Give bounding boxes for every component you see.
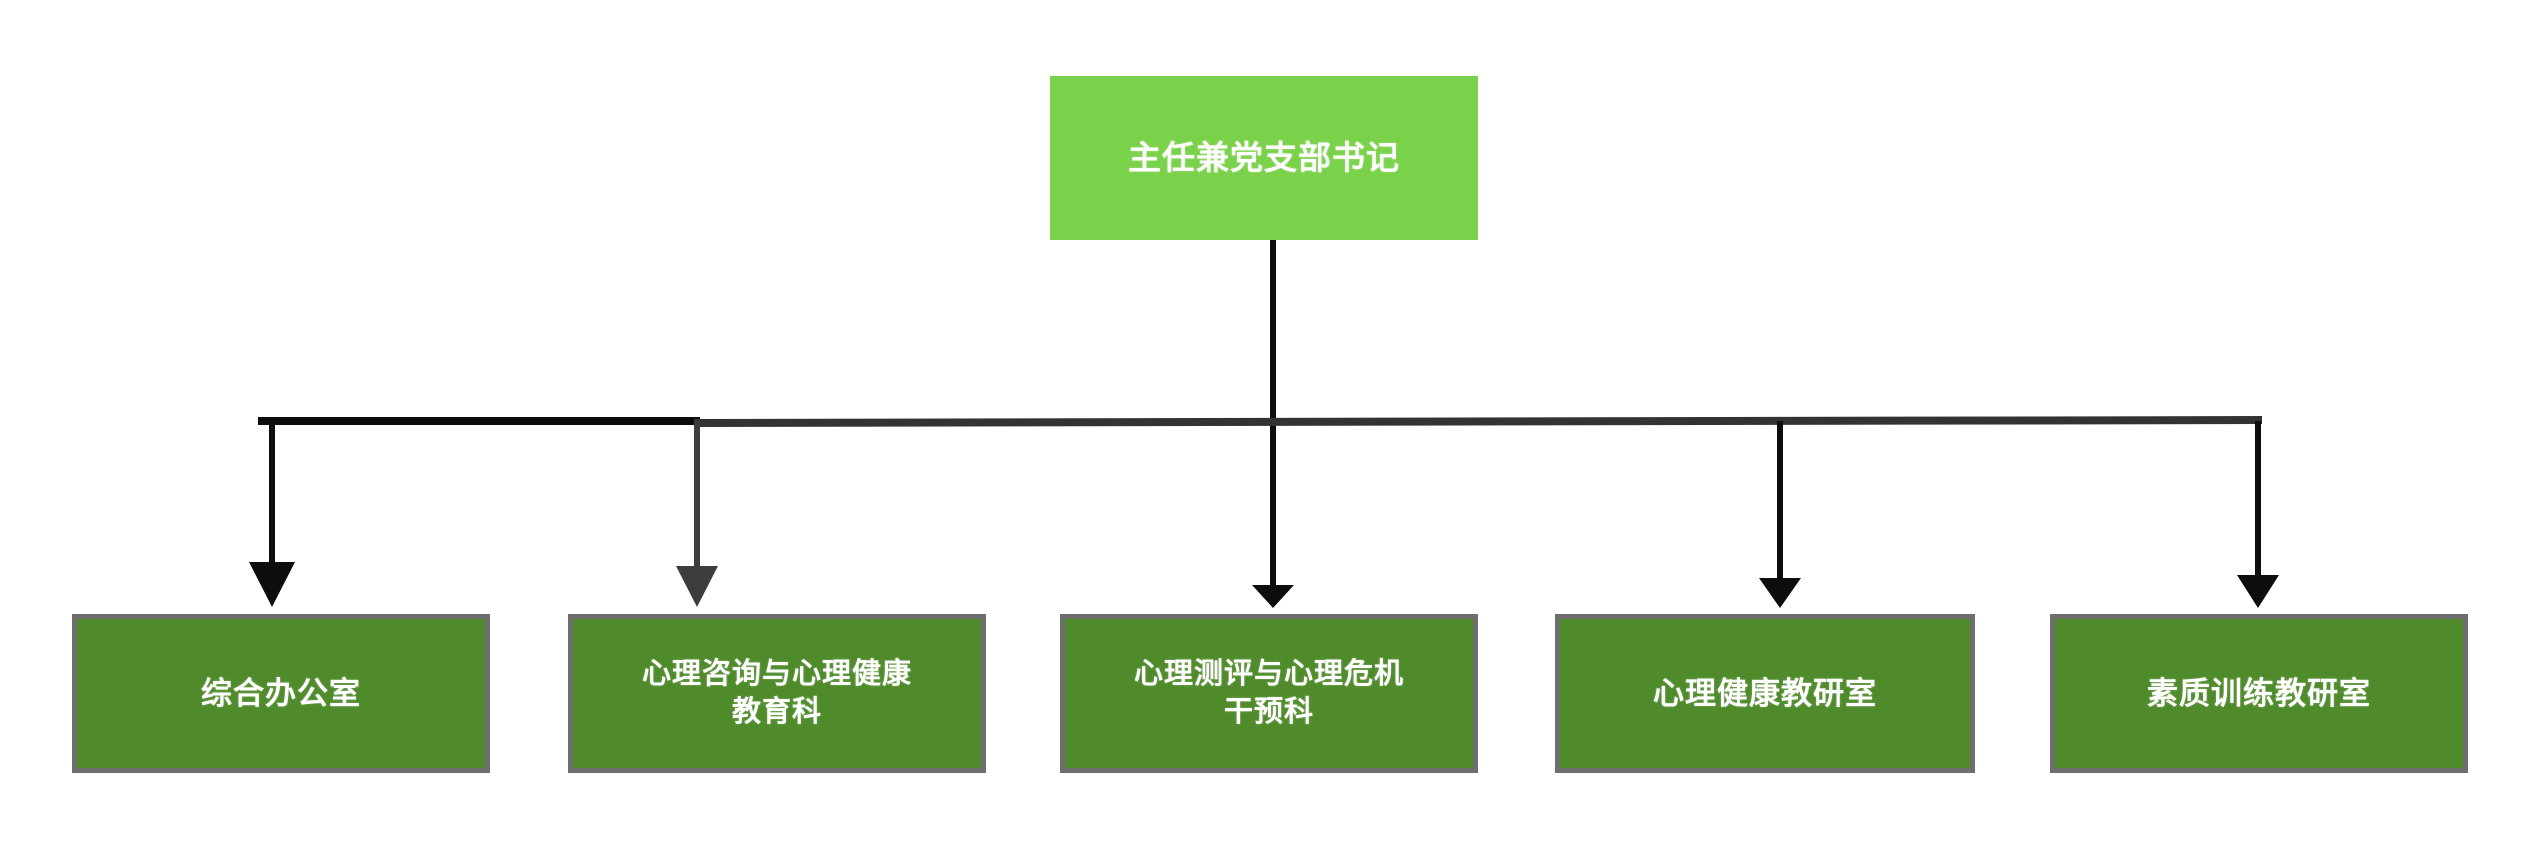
org-node-mental-health-teaching-office[interactable]: 心理健康教研室 [1555,614,1975,773]
connector-bus-right [693,416,2263,427]
arrowhead-4 [1759,578,1801,608]
org-node-general-office[interactable]: 综合办公室 [72,614,490,773]
arrowhead-2 [676,566,718,607]
org-node-quality-training-teaching-office[interactable]: 素质训练教研室 [2050,614,2468,773]
org-node-counseling-education-section[interactable]: 心理咨询与心理健康 教育科 [568,614,986,773]
org-node-assessment-crisis-section[interactable]: 心理测评与心理危机 干预科 [1060,614,1478,773]
arrowhead-1 [249,562,295,607]
org-node-root[interactable]: 主任兼党支部书记 [1050,76,1478,240]
arrowhead-3 [1252,585,1294,608]
arrowhead-5 [2237,575,2279,608]
